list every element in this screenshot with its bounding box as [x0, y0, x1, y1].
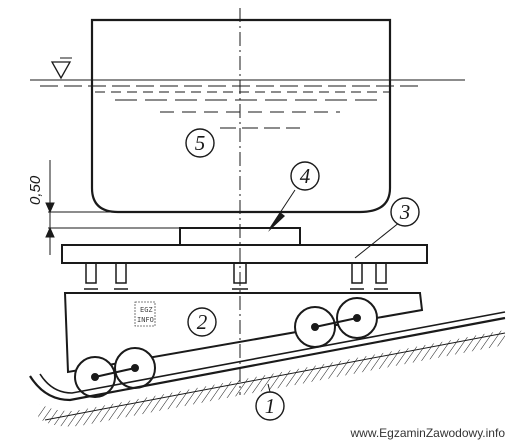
slipway-rail — [29, 316, 506, 402]
slipway-ground — [38, 330, 505, 427]
label-circle-2 — [187, 307, 217, 337]
label-circle-3 — [390, 197, 420, 227]
waterline — [30, 79, 465, 129]
label-platform: 3 — [399, 200, 411, 224]
waterline-symbol — [50, 61, 72, 80]
egz-logo-text2: INFO — [137, 316, 154, 324]
watermark-text: www.EgzaminZawodowy.info — [349, 426, 505, 440]
hydraulic-jacks — [84, 262, 388, 290]
label-cradle: 2 — [197, 310, 208, 334]
label-circle-5 — [185, 128, 215, 158]
egz-logo-text1: EGZ — [140, 306, 153, 314]
label-hull: 5 — [195, 131, 206, 155]
label-circle-4 — [290, 161, 320, 191]
ship-hull — [90, 18, 392, 214]
egz-logo — [134, 301, 156, 327]
clearance-dimension — [45, 160, 200, 255]
clearance-value: 0,50 — [27, 175, 44, 205]
launching-cradle — [63, 292, 424, 374]
label-support: 4 — [300, 164, 311, 188]
label-rail: 1 — [265, 394, 276, 418]
wheel-bogies — [74, 297, 378, 398]
launching-platform — [61, 244, 428, 264]
